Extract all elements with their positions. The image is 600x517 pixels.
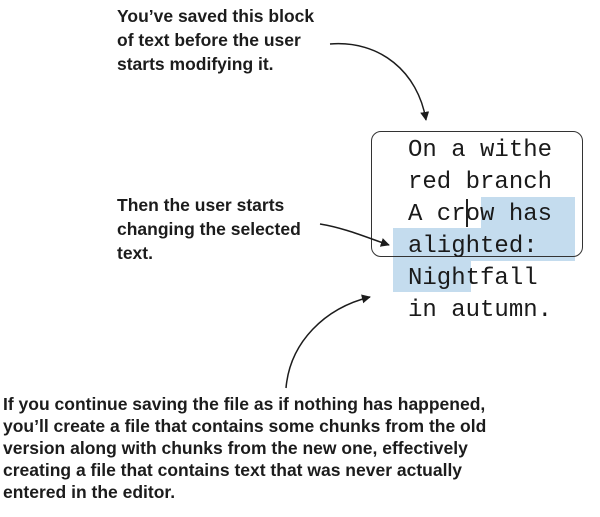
- annotation-consequence: If you continue saving the file as if no…: [3, 393, 486, 503]
- annotation-line: you’ll create a file that contains some …: [3, 416, 487, 436]
- arrow-to-selection: [319, 223, 390, 247]
- editor-text-line: On a withe: [408, 137, 553, 164]
- selection-highlight: [393, 228, 575, 261]
- annotation-line: creating a file that contains text that …: [3, 460, 463, 480]
- annotation-saved-block: You’ve saved this block of text before t…: [117, 4, 314, 76]
- text-cursor: [466, 199, 468, 227]
- annotation-line: text.: [117, 243, 153, 263]
- selection-highlight: [481, 197, 575, 230]
- editor-text-line: A crow has: [408, 201, 553, 228]
- annotation-line: If you continue saving the file as if no…: [3, 394, 486, 414]
- annotation-line: of text before the user: [117, 30, 301, 50]
- editor-text-line: red branch: [408, 169, 553, 196]
- saved-block-frame: [371, 131, 583, 257]
- editor-text: On a withe red branch A crow has alighte…: [408, 135, 552, 327]
- annotation-line: Then the user starts: [117, 195, 285, 215]
- annotation-user-changing: Then the user starts changing the select…: [117, 193, 301, 265]
- arrow-to-saved-block: [329, 42, 430, 121]
- annotation-line: changing the selected: [117, 219, 301, 239]
- editor-text-line: in autumn.: [408, 297, 553, 324]
- annotation-line: starts modifying it.: [117, 54, 274, 74]
- annotation-line: entered in the editor.: [3, 482, 176, 502]
- arrow-to-editor: [285, 294, 371, 389]
- selection-highlight: [393, 259, 471, 292]
- editor-text-line: alighted:: [408, 233, 538, 260]
- annotation-line: version along with chunks from the new o…: [3, 438, 468, 458]
- editor-text-line: Nightfall: [408, 265, 538, 292]
- annotation-line: You’ve saved this block: [117, 6, 315, 26]
